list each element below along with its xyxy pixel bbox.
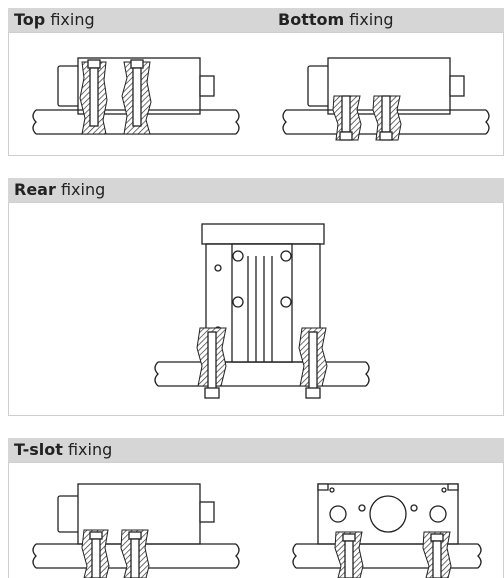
tslot-left-rod-end bbox=[199, 501, 215, 523]
tslot-right-side-bore-left bbox=[329, 505, 347, 523]
bottom-screw-2-head bbox=[379, 131, 393, 141]
tslot-right-port-2 bbox=[410, 504, 418, 512]
tslot-left-base-break-right bbox=[235, 543, 240, 569]
tslot-fixing-heading: T-slot fixing bbox=[8, 438, 504, 462]
rear-guide-rods bbox=[247, 256, 273, 362]
tslot-right-port-1 bbox=[358, 504, 366, 512]
top-screw-1-head bbox=[87, 59, 101, 69]
tslot-right-side-bore-right bbox=[429, 505, 447, 523]
rear-fixing-drawing bbox=[154, 223, 370, 399]
top-fixing-drawing bbox=[32, 57, 240, 135]
bottom-base-break-left bbox=[282, 109, 287, 135]
top-screw-2-shank bbox=[132, 67, 142, 127]
tslot-left-drawing bbox=[32, 483, 240, 578]
rear-screw-2-shank bbox=[308, 331, 318, 391]
bottom-screw-1-head bbox=[339, 131, 353, 141]
tslot-right-screw-2-shank bbox=[432, 540, 442, 578]
tslot-right-screw-1-shank bbox=[344, 540, 354, 578]
tslot-right-nut-2 bbox=[430, 533, 444, 542]
top-end-cap bbox=[57, 65, 81, 107]
rear-bolt-hole-2 bbox=[280, 250, 292, 262]
tslot-left-base-break-left bbox=[32, 543, 37, 569]
header-row-1: Top fixing Bottom fixing bbox=[8, 8, 504, 32]
top-base-break-right bbox=[235, 109, 240, 135]
bottom-end-cap bbox=[307, 65, 331, 107]
rear-fixing-heading: Rear fixing bbox=[8, 178, 504, 202]
rear-base-break-right bbox=[365, 361, 370, 387]
rear-bolt-hole-4 bbox=[280, 296, 292, 308]
tslot-left-nut-1 bbox=[89, 531, 103, 540]
tslot-left-screw-2-shank bbox=[130, 538, 140, 578]
rear-screw-2-head bbox=[305, 387, 321, 399]
rear-base-break-left bbox=[154, 361, 159, 387]
top-rod-end bbox=[199, 75, 215, 97]
tslot-right-pin-1 bbox=[329, 487, 335, 493]
rear-top-plate bbox=[201, 223, 325, 245]
tslot-right-base-break-left bbox=[292, 543, 297, 569]
top-fixing-heading: Top fixing bbox=[14, 10, 95, 29]
tslot-left-screw-1-shank bbox=[91, 538, 101, 578]
tslot-left-nut-2 bbox=[128, 531, 142, 540]
rear-bolt-hole-1 bbox=[232, 250, 244, 262]
tslot-left-end-cap bbox=[57, 495, 81, 533]
top-screw-2-head bbox=[130, 59, 144, 69]
tslot-right-base-break-right bbox=[477, 543, 482, 569]
rear-screw-1-head bbox=[204, 387, 220, 399]
top-screw-1-shank bbox=[89, 67, 99, 127]
tslot-right-corner-notches bbox=[317, 483, 459, 491]
rear-bolt-hole-3 bbox=[232, 296, 244, 308]
bottom-base-break-right bbox=[485, 109, 490, 135]
bottom-screw-2-shank bbox=[381, 95, 391, 133]
tslot-right-center-bore bbox=[369, 495, 407, 533]
bottom-fixing-drawing bbox=[282, 57, 490, 141]
tslot-right-drawing bbox=[292, 483, 482, 578]
tslot-right-nut-1 bbox=[342, 533, 356, 542]
bottom-screw-1-shank bbox=[341, 95, 351, 133]
bottom-fixing-heading: Bottom fixing bbox=[278, 10, 394, 29]
rear-screw-1-shank bbox=[207, 331, 217, 391]
tslot-right-pin-2 bbox=[441, 487, 447, 493]
top-base-break-left bbox=[32, 109, 37, 135]
bottom-rod-end bbox=[449, 75, 465, 97]
rear-port-1 bbox=[214, 264, 222, 272]
